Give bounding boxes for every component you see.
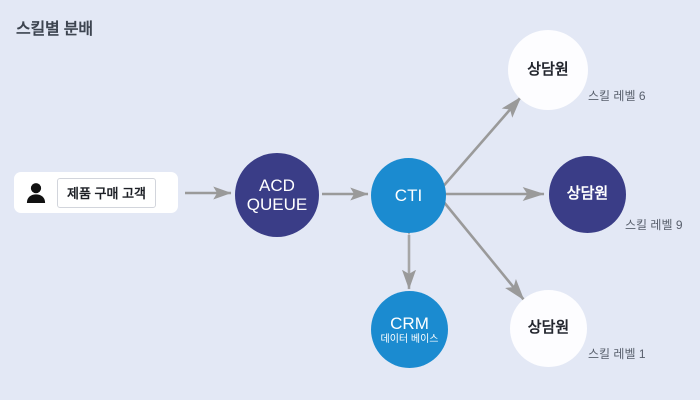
person-icon	[26, 182, 46, 203]
node-agent-skill-6[interactable]: 상담원	[508, 30, 588, 110]
node-acd-label-line1: ACD	[259, 175, 295, 195]
page-title: 스킬별 분배	[16, 21, 93, 38]
edge-cti-to-agent3	[441, 200, 526, 301]
node-cti-label: CTI	[394, 185, 423, 205]
node-agent-skill-1[interactable]: 상담원	[510, 290, 587, 367]
skill-label-agent2: 스킬 레벨 9	[625, 218, 683, 232]
node-crm[interactable]: CRM 데이터 베이스	[371, 291, 448, 368]
skill-label-agent3: 스킬 레벨 1	[588, 347, 646, 361]
node-agent3-label: 상담원	[527, 319, 570, 337]
node-acd-queue[interactable]: ACD QUEUE	[235, 153, 319, 237]
node-agent-skill-9[interactable]: 상담원	[549, 156, 626, 233]
node-crm-sublabel: 데이터 베이스	[380, 333, 439, 345]
node-agent2-label: 상담원	[566, 185, 609, 203]
node-crm-label: CRM	[390, 313, 429, 333]
node-agent1-label: 상담원	[527, 60, 569, 78]
node-cti[interactable]: CTI	[371, 158, 446, 233]
node-acd-label-line2: QUEUE	[246, 195, 308, 214]
edge-cti-to-agent1	[439, 96, 522, 191]
customer-label: 제품 구매 고객	[57, 177, 156, 208]
skill-label-agent1: 스킬 레벨 6	[588, 89, 646, 103]
customer-card[interactable]: 제품 구매 고객	[14, 172, 178, 213]
